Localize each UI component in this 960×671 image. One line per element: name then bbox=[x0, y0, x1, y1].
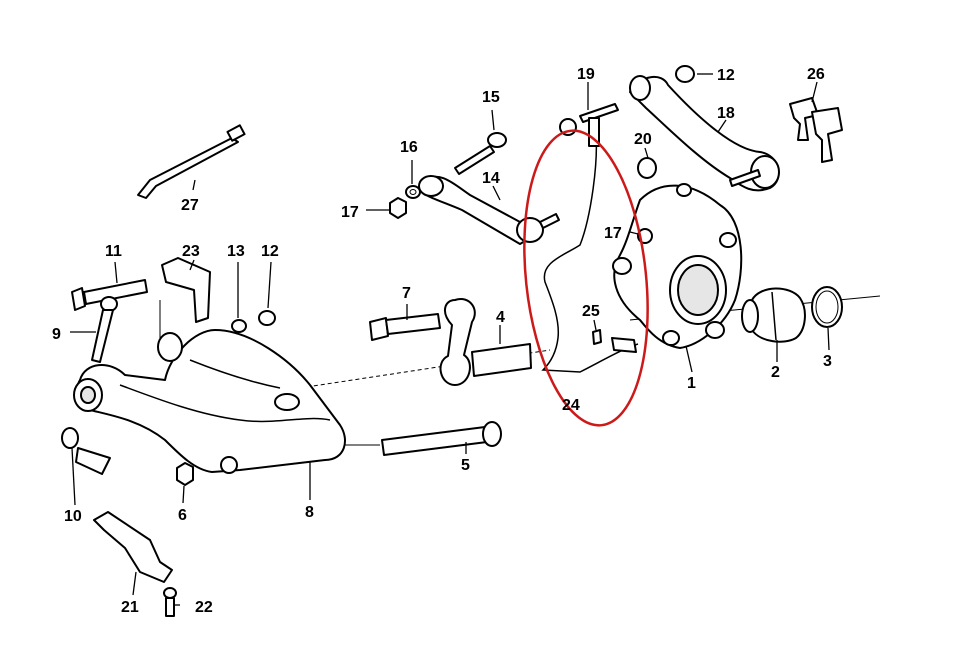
screw-25-part bbox=[592, 329, 602, 345]
label-18: 18 bbox=[717, 105, 735, 122]
label-25: 25 bbox=[582, 303, 600, 320]
washer-13-part bbox=[231, 319, 247, 333]
label-22: 22 bbox=[195, 599, 213, 616]
bushing-12-top-part bbox=[675, 65, 695, 83]
label-26: 26 bbox=[807, 66, 825, 83]
label-7: 7 bbox=[402, 285, 411, 302]
screw-22-part bbox=[163, 587, 177, 617]
label-11: 11 bbox=[105, 243, 122, 260]
label-4: 4 bbox=[496, 309, 505, 326]
highlight-ellipse bbox=[523, 129, 649, 427]
label-23: 23 bbox=[182, 243, 200, 260]
label-17-left: 17 bbox=[341, 204, 359, 221]
label-6: 6 bbox=[178, 507, 187, 524]
label-21: 21 bbox=[121, 599, 139, 616]
wheel-carrier-1-part bbox=[612, 169, 761, 349]
label-12-left: 12 bbox=[261, 243, 279, 260]
label-16: 16 bbox=[400, 139, 418, 156]
cable-tie-part bbox=[137, 124, 246, 199]
bolt-7-part bbox=[369, 313, 441, 341]
label-8: 8 bbox=[305, 504, 314, 521]
abs-sensor-cable-24-part bbox=[541, 117, 639, 373]
label-14: 14 bbox=[482, 170, 500, 187]
cover-21-part bbox=[93, 511, 173, 583]
label-12-right: 12 bbox=[717, 67, 735, 84]
clips-26-part bbox=[789, 97, 843, 163]
label-15: 15 bbox=[482, 89, 500, 106]
nut-6-part bbox=[176, 462, 194, 486]
nut-17-part bbox=[389, 197, 407, 219]
bolt-5-part bbox=[381, 421, 502, 456]
bushing-12-left-part bbox=[258, 310, 276, 326]
label-20: 20 bbox=[634, 131, 652, 148]
label-10: 10 bbox=[64, 508, 82, 525]
label-13: 13 bbox=[227, 243, 245, 260]
label-19: 19 bbox=[577, 66, 595, 83]
label-24: 24 bbox=[562, 397, 580, 414]
label-5: 5 bbox=[461, 457, 470, 474]
washer-16-part bbox=[405, 185, 421, 199]
bolt-15-part bbox=[454, 132, 507, 175]
leader-lines bbox=[70, 73, 830, 606]
strut-4-part bbox=[439, 298, 532, 386]
link-arm-14-part bbox=[418, 175, 560, 245]
label-17-right: 17 bbox=[604, 225, 622, 242]
label-27: 27 bbox=[181, 197, 199, 214]
control-arm-18-part bbox=[629, 75, 780, 192]
guard-10-part bbox=[61, 427, 111, 475]
bushing-20-part bbox=[637, 157, 657, 179]
part-number-labels: 1 2 3 4 5 6 7 8 9 10 11 12 13 14 15 16 1… bbox=[52, 66, 832, 616]
label-9: 9 bbox=[52, 326, 61, 343]
bolt-11-part bbox=[71, 279, 148, 311]
label-1: 1 bbox=[687, 375, 696, 392]
wheel-bearing-2-part bbox=[741, 287, 806, 343]
lower-arm-8-part bbox=[73, 329, 346, 474]
bracket-23-part bbox=[161, 257, 211, 323]
label-3: 3 bbox=[823, 353, 832, 370]
bolt-9-part bbox=[91, 296, 118, 363]
snap-ring-3-part bbox=[811, 286, 843, 328]
label-2: 2 bbox=[771, 364, 780, 381]
